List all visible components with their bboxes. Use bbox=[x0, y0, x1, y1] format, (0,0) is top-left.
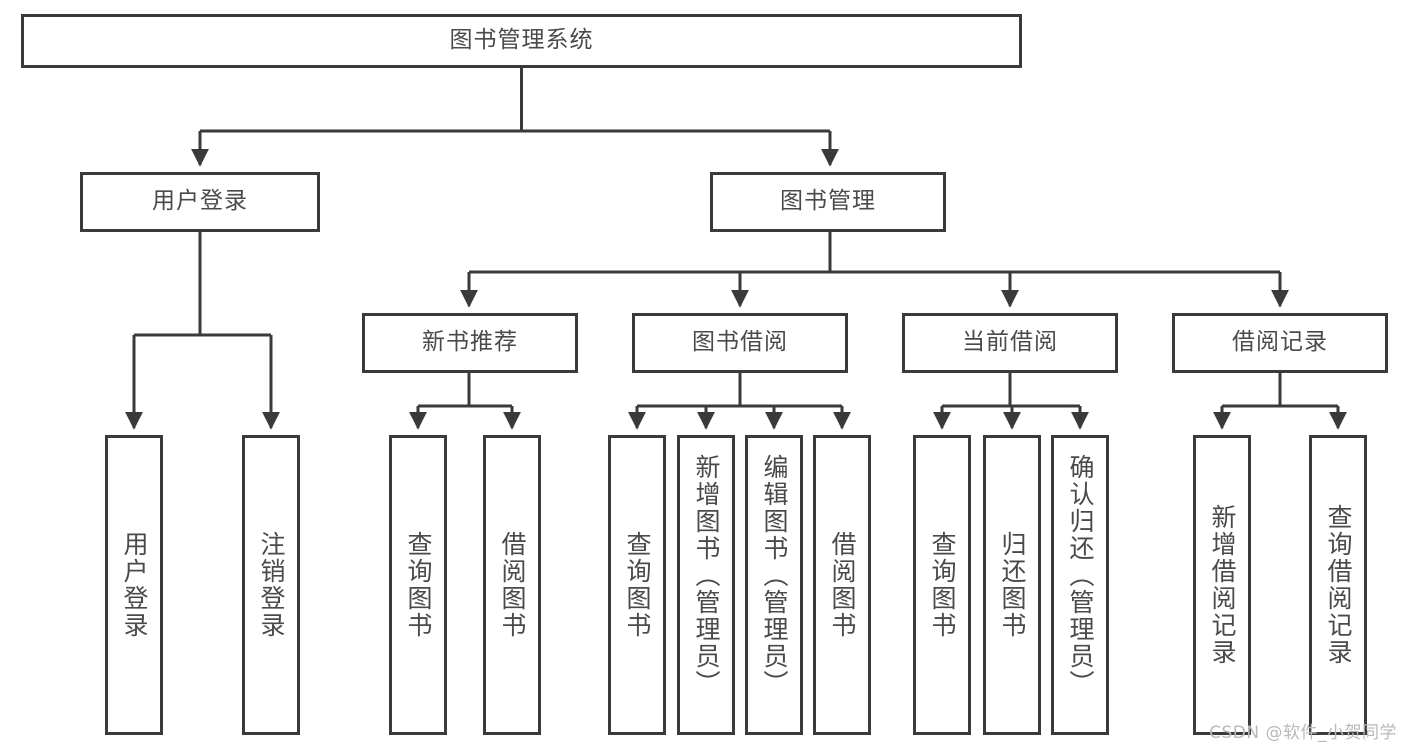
leaf-borrow-record-query[interactable]: 查询借阅记录 bbox=[1309, 435, 1367, 735]
watermark-text: CSDN @软件_小贺同学 bbox=[1209, 723, 1397, 743]
node-label: 图书借阅 bbox=[692, 329, 788, 356]
node-book-borrow[interactable]: 图书借阅 bbox=[632, 313, 848, 373]
node-label: 查询借阅记录 bbox=[1324, 504, 1353, 666]
leaf-user-login-signout[interactable]: 注销登录 bbox=[242, 435, 300, 735]
node-label: 图书管理 bbox=[780, 188, 876, 215]
node-label: 查询图书 bbox=[928, 531, 957, 639]
node-label: 新增借阅记录 bbox=[1208, 504, 1237, 666]
leaf-current-borrow-return[interactable]: 归还图书 bbox=[983, 435, 1041, 735]
node-user-login[interactable]: 用户登录 bbox=[80, 172, 320, 232]
leaf-current-borrow-confirm-return[interactable]: 确认归还（管理员） bbox=[1051, 435, 1109, 735]
leaf-user-login-signin[interactable]: 用户登录 bbox=[105, 435, 163, 735]
node-book-management[interactable]: 图书管理 bbox=[710, 172, 946, 232]
leaf-current-borrow-query[interactable]: 查询图书 bbox=[913, 435, 971, 735]
leaf-new-book-borrow[interactable]: 借阅图书 bbox=[483, 435, 541, 735]
node-label: 新增图书（管理员） bbox=[692, 454, 721, 697]
node-label: 当前借阅 bbox=[962, 329, 1058, 356]
node-current-borrow[interactable]: 当前借阅 bbox=[902, 313, 1118, 373]
node-borrow-record[interactable]: 借阅记录 bbox=[1172, 313, 1388, 373]
node-label: 归还图书 bbox=[998, 531, 1027, 639]
node-new-book-recommend[interactable]: 新书推荐 bbox=[362, 313, 578, 373]
node-label: 用户登录 bbox=[152, 188, 248, 215]
node-root-system[interactable]: 图书管理系统 bbox=[21, 14, 1022, 68]
node-label: 借阅图书 bbox=[828, 531, 857, 639]
node-label: 用户登录 bbox=[120, 531, 149, 639]
node-label: 新书推荐 bbox=[422, 329, 518, 356]
leaf-book-borrow-edit[interactable]: 编辑图书（管理员） bbox=[745, 435, 803, 735]
leaf-book-borrow-lend[interactable]: 借阅图书 bbox=[813, 435, 871, 735]
node-label: 查询图书 bbox=[623, 531, 652, 639]
node-label: 借阅图书 bbox=[498, 531, 527, 639]
leaf-new-book-query[interactable]: 查询图书 bbox=[389, 435, 447, 735]
leaf-borrow-record-add[interactable]: 新增借阅记录 bbox=[1193, 435, 1251, 735]
node-label: 注销登录 bbox=[257, 531, 286, 639]
node-label: 确认归还（管理员） bbox=[1066, 454, 1095, 697]
node-label: 借阅记录 bbox=[1232, 329, 1328, 356]
leaf-book-borrow-add[interactable]: 新增图书（管理员） bbox=[677, 435, 735, 735]
node-label: 编辑图书（管理员） bbox=[760, 454, 789, 697]
node-label: 图书管理系统 bbox=[449, 27, 594, 54]
leaf-book-borrow-query[interactable]: 查询图书 bbox=[608, 435, 666, 735]
node-label: 查询图书 bbox=[404, 531, 433, 639]
